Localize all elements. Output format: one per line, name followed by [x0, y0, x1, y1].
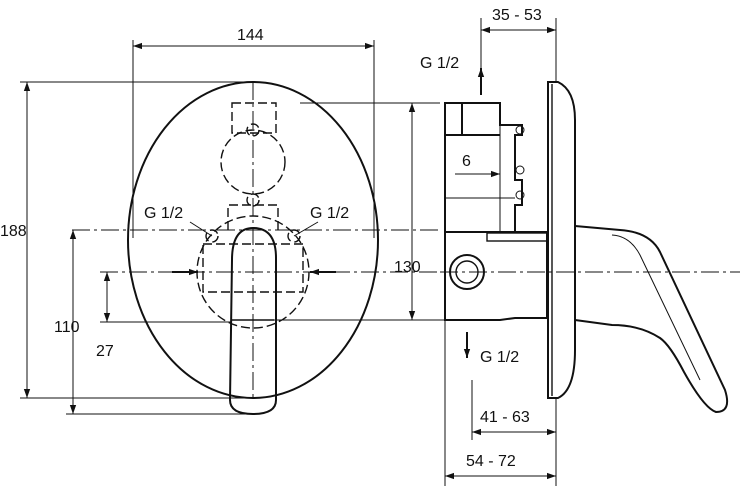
right-port-label: G 1/2 — [310, 205, 349, 222]
width-label: 144 — [237, 27, 264, 44]
side-lever — [574, 225, 729, 414]
top-port-label: G 1/2 — [420, 55, 459, 72]
valve-body — [444, 102, 548, 321]
depth-a-label: 41 - 63 — [480, 409, 530, 426]
left-port-label: G 1/2 — [144, 205, 183, 222]
dim-110-label: 110 — [54, 319, 80, 336]
spindle — [486, 232, 548, 242]
lever-handle — [228, 226, 277, 416]
left-port-leader — [189, 221, 213, 237]
hidden-diverter — [220, 102, 286, 230]
top-depth-label: 35 - 53 — [492, 7, 542, 24]
offset-label: 6 — [462, 153, 471, 170]
height-label: 188 — [0, 223, 27, 240]
side-lever-highlight — [611, 234, 701, 381]
front-view: G 1/2 G 1/2 144 188 110 27 — [0, 27, 440, 416]
depth-b-label: 54 - 72 — [466, 453, 516, 470]
wall-plate — [547, 81, 576, 399]
bottom-port-label: G 1/2 — [480, 349, 519, 366]
dim-27-label: 27 — [96, 343, 114, 360]
right-port-leader — [293, 221, 319, 237]
side-view: G 1/2 G 1/2 35 - 53 6 130 41 - 63 54 - 7… — [265, 7, 740, 486]
dim-130-label: 130 — [394, 259, 421, 276]
valve-body-details — [445, 125, 525, 232]
